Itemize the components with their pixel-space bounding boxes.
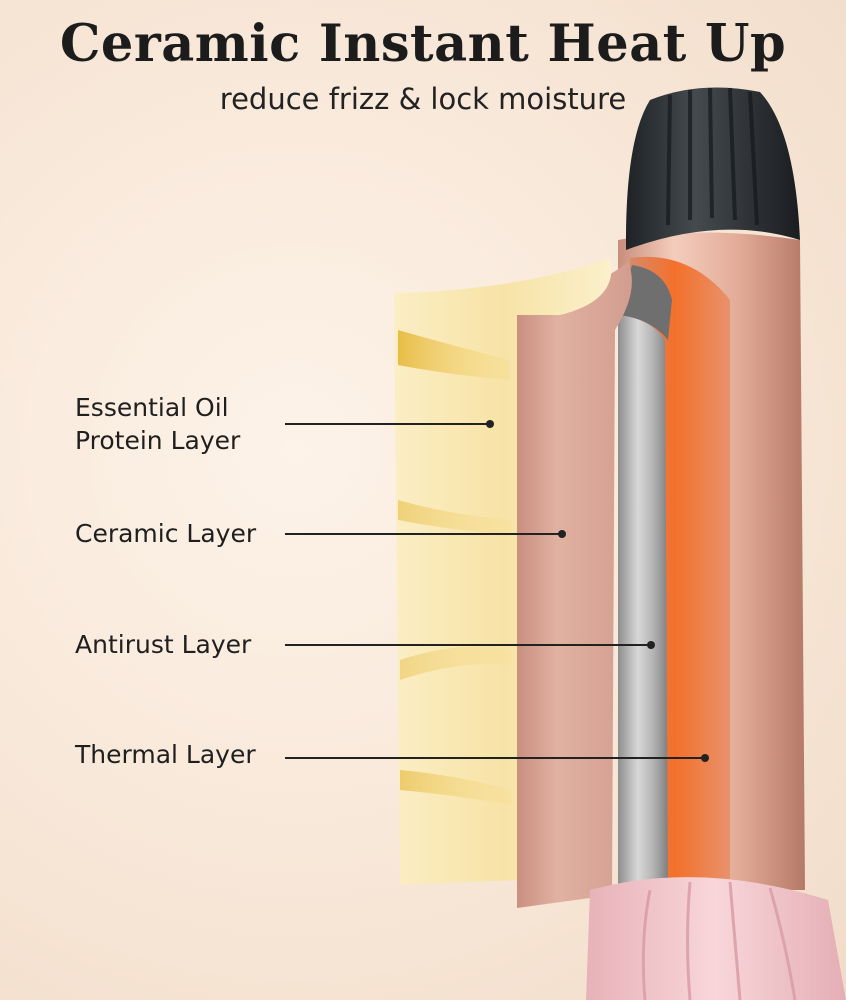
leader-line-thermal xyxy=(285,754,709,762)
ceramic-layer-shape xyxy=(517,262,632,908)
label-essential-oil-protein-layer: Essential Oil Protein Layer xyxy=(75,391,240,457)
label-line-1: Thermal Layer xyxy=(75,740,256,769)
label-ceramic-layer: Ceramic Layer xyxy=(75,517,256,550)
label-line-2: Protein Layer xyxy=(75,426,241,455)
subheadline: reduce frizz & lock moisture xyxy=(219,82,627,116)
label-thermal-layer: Thermal Layer xyxy=(75,738,256,771)
leader-line-ceramic xyxy=(285,530,566,538)
label-line-1: Ceramic Layer xyxy=(75,519,257,548)
barrel-tip-cap xyxy=(625,87,800,250)
leader-line-oil xyxy=(285,420,494,428)
label-antirust-layer: Antirust Layer xyxy=(75,628,251,661)
label-line-1: Essential Oil xyxy=(75,393,229,422)
headline: Ceramic Instant Heat Up xyxy=(59,14,787,74)
label-line-1: Antirust Layer xyxy=(75,630,252,659)
leader-line-antirust xyxy=(285,641,655,649)
oil-protein-layer-shape xyxy=(394,258,612,885)
antirust-layer-shape xyxy=(618,265,672,910)
handle xyxy=(586,877,846,1000)
